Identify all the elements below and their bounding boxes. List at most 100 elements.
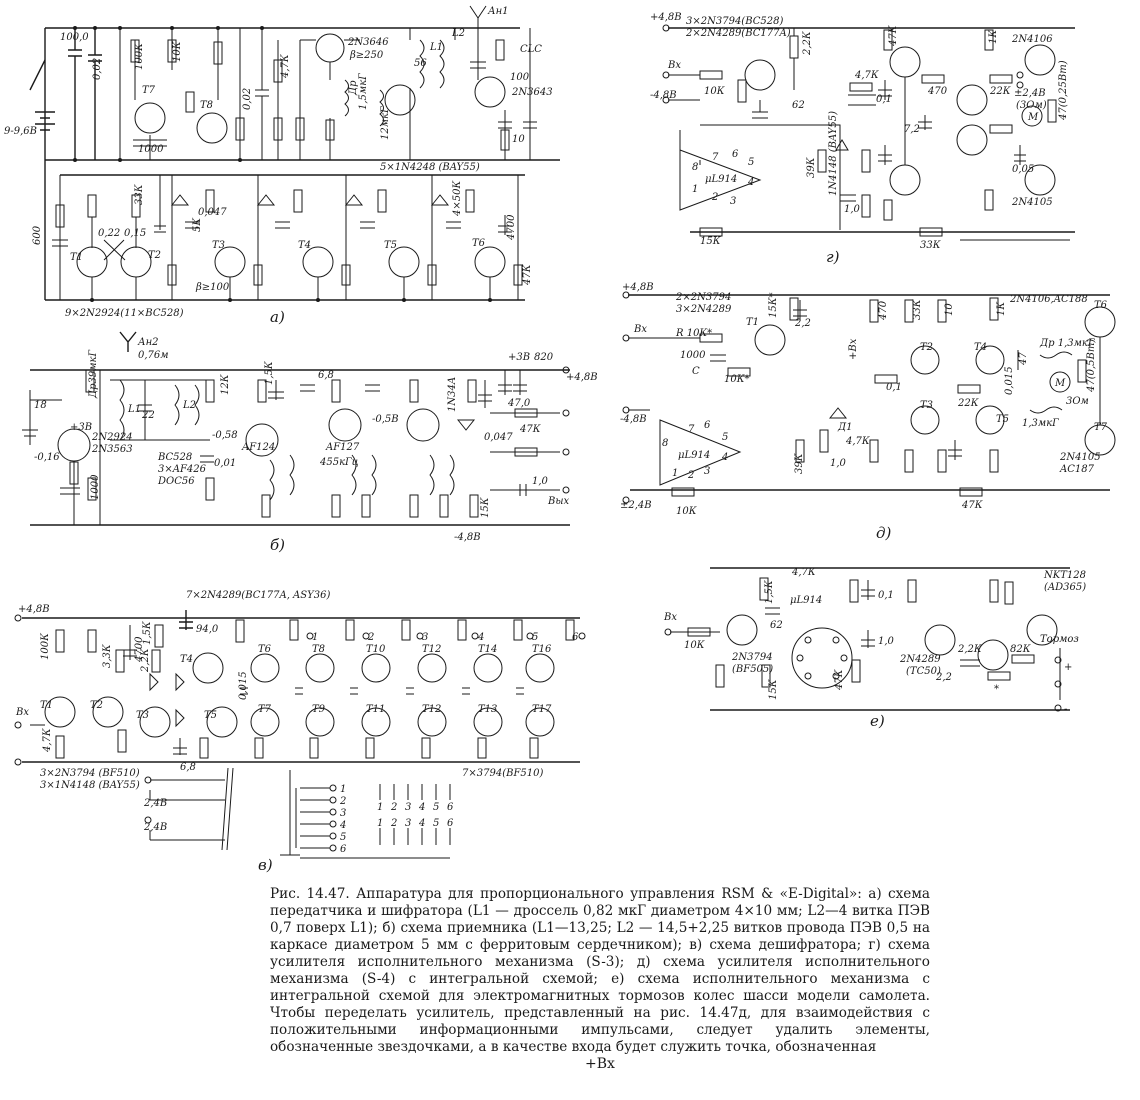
- label-a-beta250: β≥250: [349, 50, 384, 61]
- label-a-2n3646: 2N3646: [347, 37, 389, 48]
- label-e-input: Вх: [663, 612, 677, 623]
- label-g-3ohm: (3Ом): [1016, 100, 1047, 111]
- label-a-transistors: 9×2N2924(11×BC528): [65, 308, 184, 319]
- label-d-d1: Д1: [837, 422, 853, 433]
- label-b-05v: -0,5В: [372, 414, 399, 425]
- label-d-22k: 22К: [957, 398, 979, 409]
- label-v-t2: T2: [90, 700, 103, 711]
- label-v-t9: T9: [312, 704, 326, 715]
- label-e-47k: 4,7К: [791, 567, 816, 578]
- label-d-ac187: AC187: [1059, 464, 1095, 475]
- label-b-058: -0,58: [212, 430, 238, 441]
- label-a-100-b: 100: [510, 72, 530, 83]
- label-d-3ohm: 3Ом: [1066, 396, 1089, 407]
- label-b-plus3v: +3В: [70, 422, 92, 433]
- label-d-22: 2,2: [794, 318, 811, 329]
- label-a-56: 56: [414, 58, 427, 69]
- label-e-10: 1,0: [878, 636, 895, 647]
- label-v-t11: T11: [366, 704, 385, 715]
- label-v-transistors-top: 7×2N4289(BC177A, ASY36): [186, 590, 330, 601]
- label-v-t3: T3: [136, 710, 149, 721]
- label-d-470: 470: [878, 300, 889, 321]
- label-d-t5: T5: [996, 414, 1009, 425]
- label-a-10k: 10К: [172, 41, 183, 62]
- label-v-t6: T6: [258, 644, 272, 655]
- label-e-nkt128: NKT128: [1043, 570, 1086, 581]
- label-a-l2: L2: [451, 28, 465, 39]
- label-g-47k-b: 47К: [888, 25, 899, 47]
- label-a-t1: T1: [70, 252, 83, 263]
- label-v-100k: 100К: [40, 633, 51, 660]
- label-v-out2: 2: [367, 632, 374, 643]
- label-e-brake: Тормоз: [1040, 634, 1079, 645]
- label-v-22k: 2,2К: [140, 648, 151, 673]
- label-v-t10: T10: [366, 644, 386, 655]
- label-b-1n34a: 1N34A: [447, 377, 458, 412]
- label-b-0047: 0,047: [484, 432, 513, 443]
- panel-b-receiver: Ан2 0,76м 18 Др39мкГ 2N2924 2N3563 -0,16…: [22, 331, 598, 554]
- label-a-2n3643: 2N3643: [511, 87, 553, 98]
- sublabel-b: б): [270, 536, 285, 554]
- label-g-2n4106: 2N4106: [1011, 34, 1053, 45]
- label-v-t12-b: T12: [422, 704, 441, 715]
- label-a-beta100: β≥100: [195, 282, 230, 293]
- figure-caption: Рис. 14.47. Аппаратура для пропорциональ…: [270, 886, 930, 1073]
- label-a-600: 600: [32, 225, 43, 245]
- label-b-016: -0,16: [34, 452, 60, 463]
- label-v-pinb6: 6: [447, 818, 454, 829]
- label-a-4700: 4700: [506, 214, 517, 241]
- label-d-15k-star: 15К*: [768, 293, 779, 318]
- label-d-47k-b: 47К: [961, 500, 983, 511]
- sublabel-g: г): [826, 248, 840, 266]
- label-d-pin6: 6: [704, 420, 711, 431]
- label-a-10: 10: [512, 134, 525, 145]
- label-v-0015: 0,015: [238, 671, 249, 700]
- label-v-out5: 5: [532, 632, 538, 643]
- label-e-22k: 2,2К: [957, 644, 982, 655]
- label-b-820: 820: [534, 352, 554, 363]
- label-v-pinb2: 2: [390, 818, 397, 829]
- label-v-bf510: 3×2N3794 (BF510): [40, 768, 140, 779]
- label-v-24v-b: 2,4В: [143, 822, 167, 833]
- label-g-pin4: 4: [747, 177, 754, 188]
- label-d-plus48v: +4,8В: [622, 282, 654, 293]
- label-v-bay55: 3×1N4148 (BAY55): [40, 780, 140, 791]
- label-b-22: 22: [141, 410, 155, 421]
- label-b-af426: 3×AF426: [158, 464, 207, 475]
- label-e-82k: 82К: [1010, 644, 1031, 655]
- sublabel-v: в): [258, 856, 273, 874]
- label-e-minus: -: [1064, 704, 1068, 715]
- label-v-conn4: 4: [339, 820, 346, 831]
- label-d-13uh: 1,3мкГ: [1022, 418, 1059, 429]
- label-v-t16: T16: [532, 644, 552, 655]
- label-g-pin8: 8: [692, 162, 698, 173]
- label-g-ic: μL914: [705, 174, 737, 185]
- label-v-conn5: 5: [340, 832, 346, 843]
- label-d-0015: 0,015: [1004, 366, 1015, 395]
- label-a-t3: T3: [212, 240, 225, 251]
- label-v-pinb3: 3: [405, 818, 411, 829]
- label-b-47k: 47К: [519, 424, 541, 435]
- label-b-minus48v: -4,8В: [454, 532, 481, 543]
- label-a-002-b: 0,02: [242, 88, 253, 110]
- label-b-antenna: Ан2: [137, 337, 159, 348]
- label-v-t14: T14: [478, 644, 497, 655]
- label-g-470: 470: [927, 86, 948, 97]
- sublabel-d: д): [876, 524, 892, 542]
- label-v-t7: T7: [258, 704, 272, 715]
- label-b-out: Вых: [547, 496, 569, 507]
- label-v-out6: 6: [572, 632, 579, 643]
- label-d-r10k: R 10К*: [675, 328, 712, 339]
- label-d-pin1: 1: [672, 468, 678, 479]
- sublabel-e: е): [870, 712, 885, 730]
- label-b-15k: 1,5К: [264, 361, 275, 385]
- label-b-bc528: BC528: [157, 452, 192, 463]
- label-v-out4: 4: [477, 632, 484, 643]
- label-v-pin6: 6: [447, 802, 454, 813]
- label-d-t2: T2: [920, 342, 933, 353]
- label-g-15k: 15К: [700, 236, 721, 247]
- label-d-dr13: Др 1,3мкГ: [1039, 338, 1095, 349]
- label-v-33k: 3,3К: [102, 644, 113, 668]
- label-d-39k: 39К: [794, 453, 805, 474]
